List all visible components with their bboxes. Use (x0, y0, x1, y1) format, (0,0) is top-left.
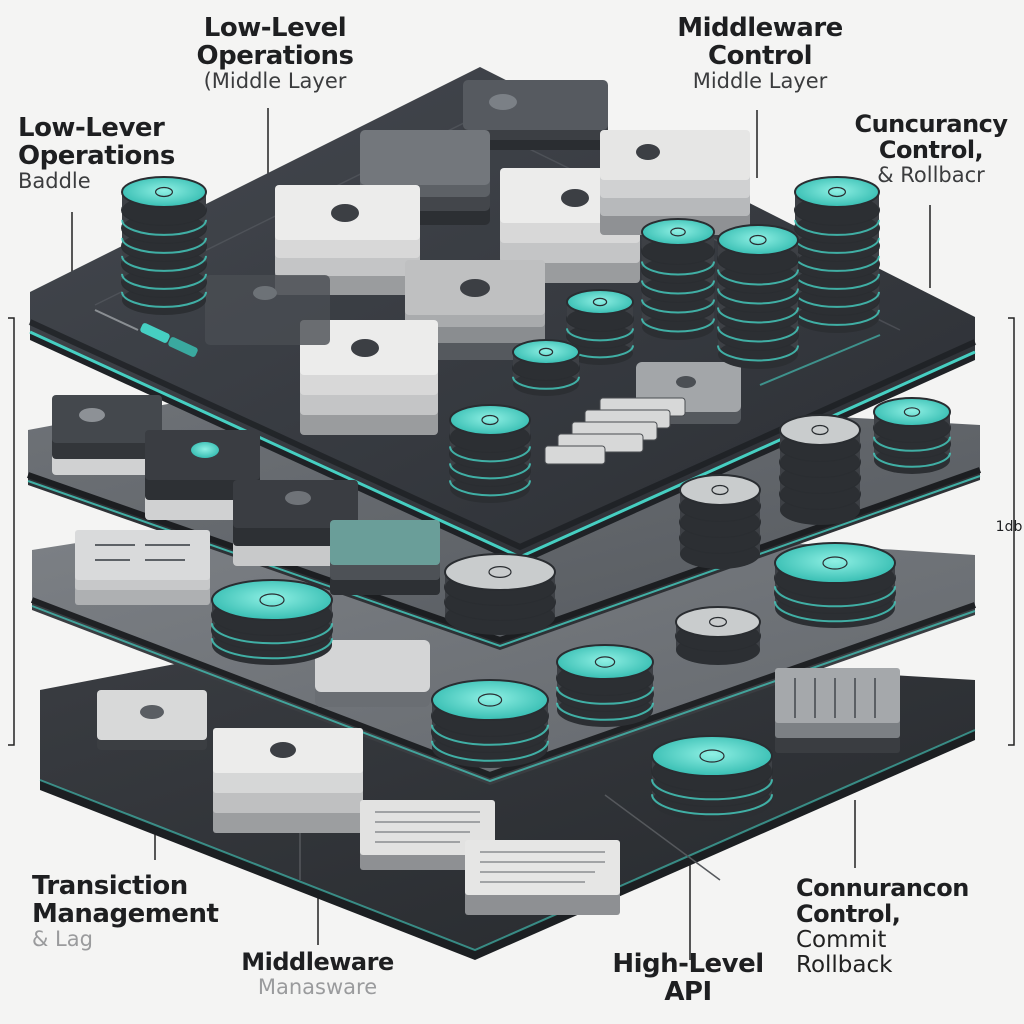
label-line: Middleware (241, 948, 394, 976)
card-stack (205, 275, 330, 345)
label-low-lever-operations: Low-Lever Operations Baddle (18, 114, 218, 193)
disk-stacks (121, 176, 951, 821)
label-line: API (664, 977, 712, 1008)
disk-stack (675, 606, 761, 665)
label-line: & Rollbacr (877, 162, 985, 187)
disk-stack (873, 397, 951, 474)
label-line: Management (32, 899, 219, 930)
label-line: Cuncurancy (854, 110, 1008, 138)
disk-stack (651, 735, 773, 821)
card-stack (275, 185, 420, 295)
disk-stack (774, 542, 896, 628)
label-line: Low-Level (203, 13, 347, 43)
label-line: Control, (878, 135, 984, 164)
label-line: Middle Layer (692, 69, 828, 94)
disk-stack (679, 474, 761, 569)
label-line: Control (708, 41, 812, 72)
label-line: High-Level (612, 949, 764, 979)
label-transaction-management: Transiction Management & Lag (32, 872, 252, 951)
disk-stack (512, 339, 580, 396)
label-line: (Middle Layer (203, 69, 347, 94)
label-line: Low-Lever (18, 113, 165, 143)
label-line: Operations (196, 41, 354, 72)
label-low-level-operations: Low-Level Operations (Middle Layer (160, 14, 390, 93)
card-stacks (205, 80, 750, 465)
connectors (94, 309, 881, 386)
label-middleware-bottom: Middleware Manasware (225, 948, 410, 999)
tiles (544, 397, 686, 465)
disk-stack (449, 404, 531, 503)
disk-stack (444, 553, 556, 635)
disk-stack (211, 579, 333, 665)
card-stack (300, 320, 438, 435)
disk-stack (641, 218, 715, 340)
label-line: Middleware (677, 13, 843, 43)
disk-stack (779, 414, 861, 525)
label-line: Commit (796, 926, 887, 953)
label-line: Manasware (257, 974, 378, 999)
disk-stack (717, 224, 799, 369)
label-concurrency-control: Cuncurancy Control, & Rollbacr (838, 110, 1024, 187)
label-line: Connurancon (796, 874, 969, 902)
layer-bottom (39, 640, 976, 960)
label-line: Operations (18, 141, 175, 172)
disk-stack (556, 644, 654, 727)
label-high-level-api: High-Level API (598, 950, 778, 1006)
card-stack (463, 80, 608, 150)
label-concurrency-commit-rollback: Connurancon Control, Commit Rollback (796, 874, 1016, 978)
label-line: Transiction (32, 871, 188, 901)
label-line: Control, (796, 899, 901, 928)
middle-cards (52, 395, 440, 605)
side-marker: 1db (995, 519, 1023, 535)
disk-stack (431, 679, 549, 768)
lower-items (97, 640, 900, 915)
label-line: Baddle (18, 169, 91, 194)
disk-stack (794, 176, 880, 333)
label-middleware-control: Middleware Control Middle Layer (655, 14, 865, 93)
label-line: & Lag (32, 927, 93, 952)
label-line: Rollback (796, 951, 893, 978)
card-stack (600, 130, 750, 235)
disk-stack (566, 289, 634, 365)
card-stack (405, 260, 545, 360)
disk-stack (121, 176, 207, 315)
